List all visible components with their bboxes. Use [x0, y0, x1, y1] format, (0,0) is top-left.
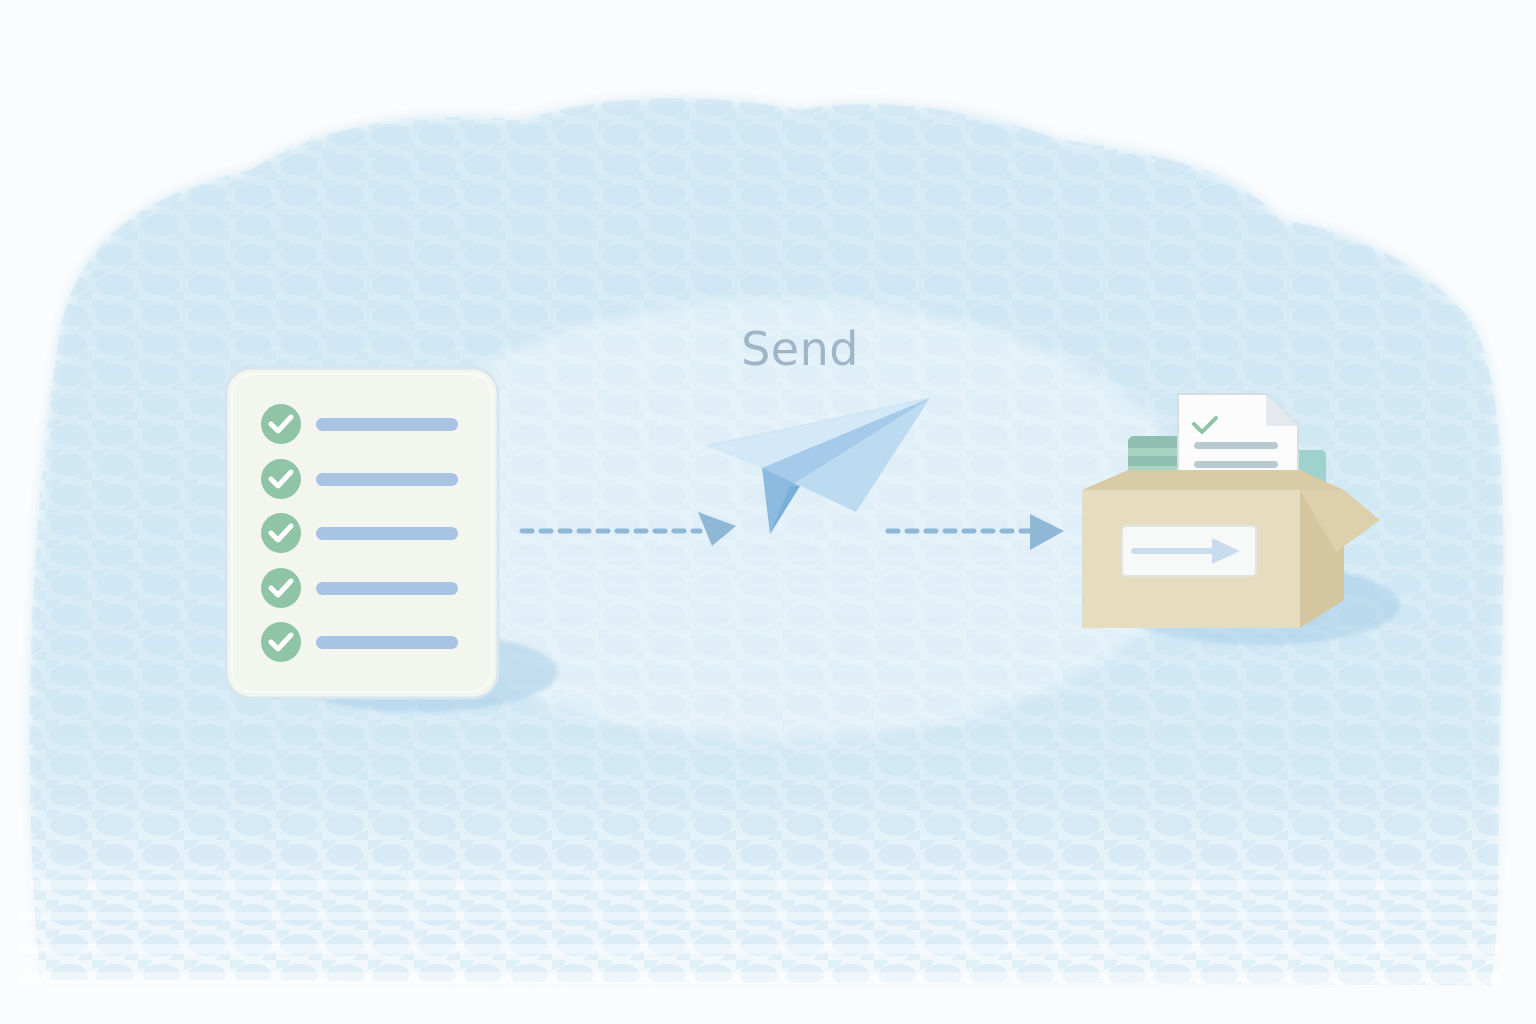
dashed-arrow-left — [519, 512, 736, 546]
send-step-label: Send — [741, 322, 859, 376]
checklist-row — [261, 568, 458, 608]
checklist-row — [261, 459, 458, 499]
checklist-rows — [261, 404, 458, 662]
checklist-row — [261, 404, 458, 444]
checklist-row — [261, 622, 458, 662]
checklist-icon — [224, 366, 558, 712]
inbox-box-icon — [1082, 393, 1400, 645]
checklist-row — [261, 513, 458, 553]
watercolor-wash — [20, 98, 1504, 985]
paper-plane-icon — [705, 397, 931, 534]
dashed-arrow-right — [885, 514, 1064, 550]
